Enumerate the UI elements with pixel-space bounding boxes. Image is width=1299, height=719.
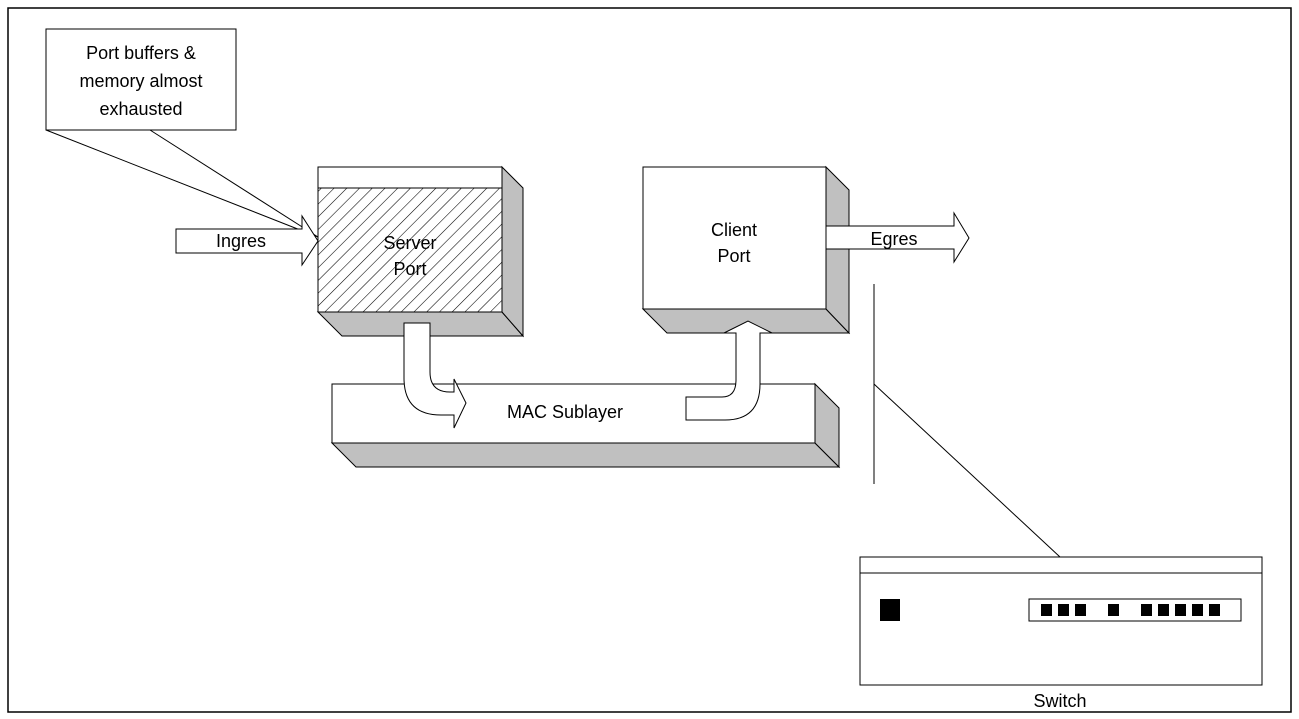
mac-sublayer-bottom xyxy=(330,442,841,468)
server-port: Server Port xyxy=(316,165,525,338)
callout-box xyxy=(45,28,237,131)
ingress-arrow-shape xyxy=(175,214,319,267)
client-port-side xyxy=(825,165,850,335)
server-port-label-line2: Port xyxy=(393,259,426,279)
ingress-label: Ingres xyxy=(216,231,266,251)
switch-device xyxy=(859,556,1263,686)
page-frame xyxy=(7,7,1292,713)
switch-power-led xyxy=(880,599,900,621)
egress-label: Egres xyxy=(870,229,917,249)
server-port-hatched-fill xyxy=(317,187,503,313)
server-to-mac-arrow xyxy=(403,322,467,429)
switch-port xyxy=(1075,604,1086,616)
server-port-side xyxy=(501,165,524,338)
client-port-label-line2: Port xyxy=(717,246,750,266)
client-port-label-line1: Client xyxy=(711,220,757,240)
switch-port xyxy=(1108,604,1119,616)
switch-port xyxy=(1041,604,1052,616)
egress-arrow-shape xyxy=(825,211,970,264)
switch-port xyxy=(1209,604,1220,616)
callout-text-line3: exhausted xyxy=(99,99,182,119)
callout: Port buffers & memory almost exhausted xyxy=(45,28,319,238)
switch-port xyxy=(1158,604,1169,616)
client-port: Client Port xyxy=(641,165,851,335)
switch-port xyxy=(1175,604,1186,616)
mac-sublayer-label: MAC Sublayer xyxy=(507,402,623,422)
switch-label: Switch xyxy=(1033,691,1086,711)
callout-leader-line xyxy=(45,129,319,238)
server-port-label-line1: Server xyxy=(383,233,436,253)
ingress-arrow: Ingres xyxy=(175,214,319,267)
callout-leader-line xyxy=(149,129,319,238)
switch-port xyxy=(1058,604,1069,616)
egress-arrow: Egres xyxy=(825,211,970,264)
switch-port xyxy=(1192,604,1203,616)
switch-port xyxy=(1141,604,1152,616)
mac-to-client-arrow xyxy=(685,320,773,421)
callout-text-line2: memory almost xyxy=(79,71,202,91)
callout-text-line1: Port buffers & xyxy=(86,43,196,63)
switch-connection-line xyxy=(873,383,1061,558)
client-port-front xyxy=(642,166,827,310)
